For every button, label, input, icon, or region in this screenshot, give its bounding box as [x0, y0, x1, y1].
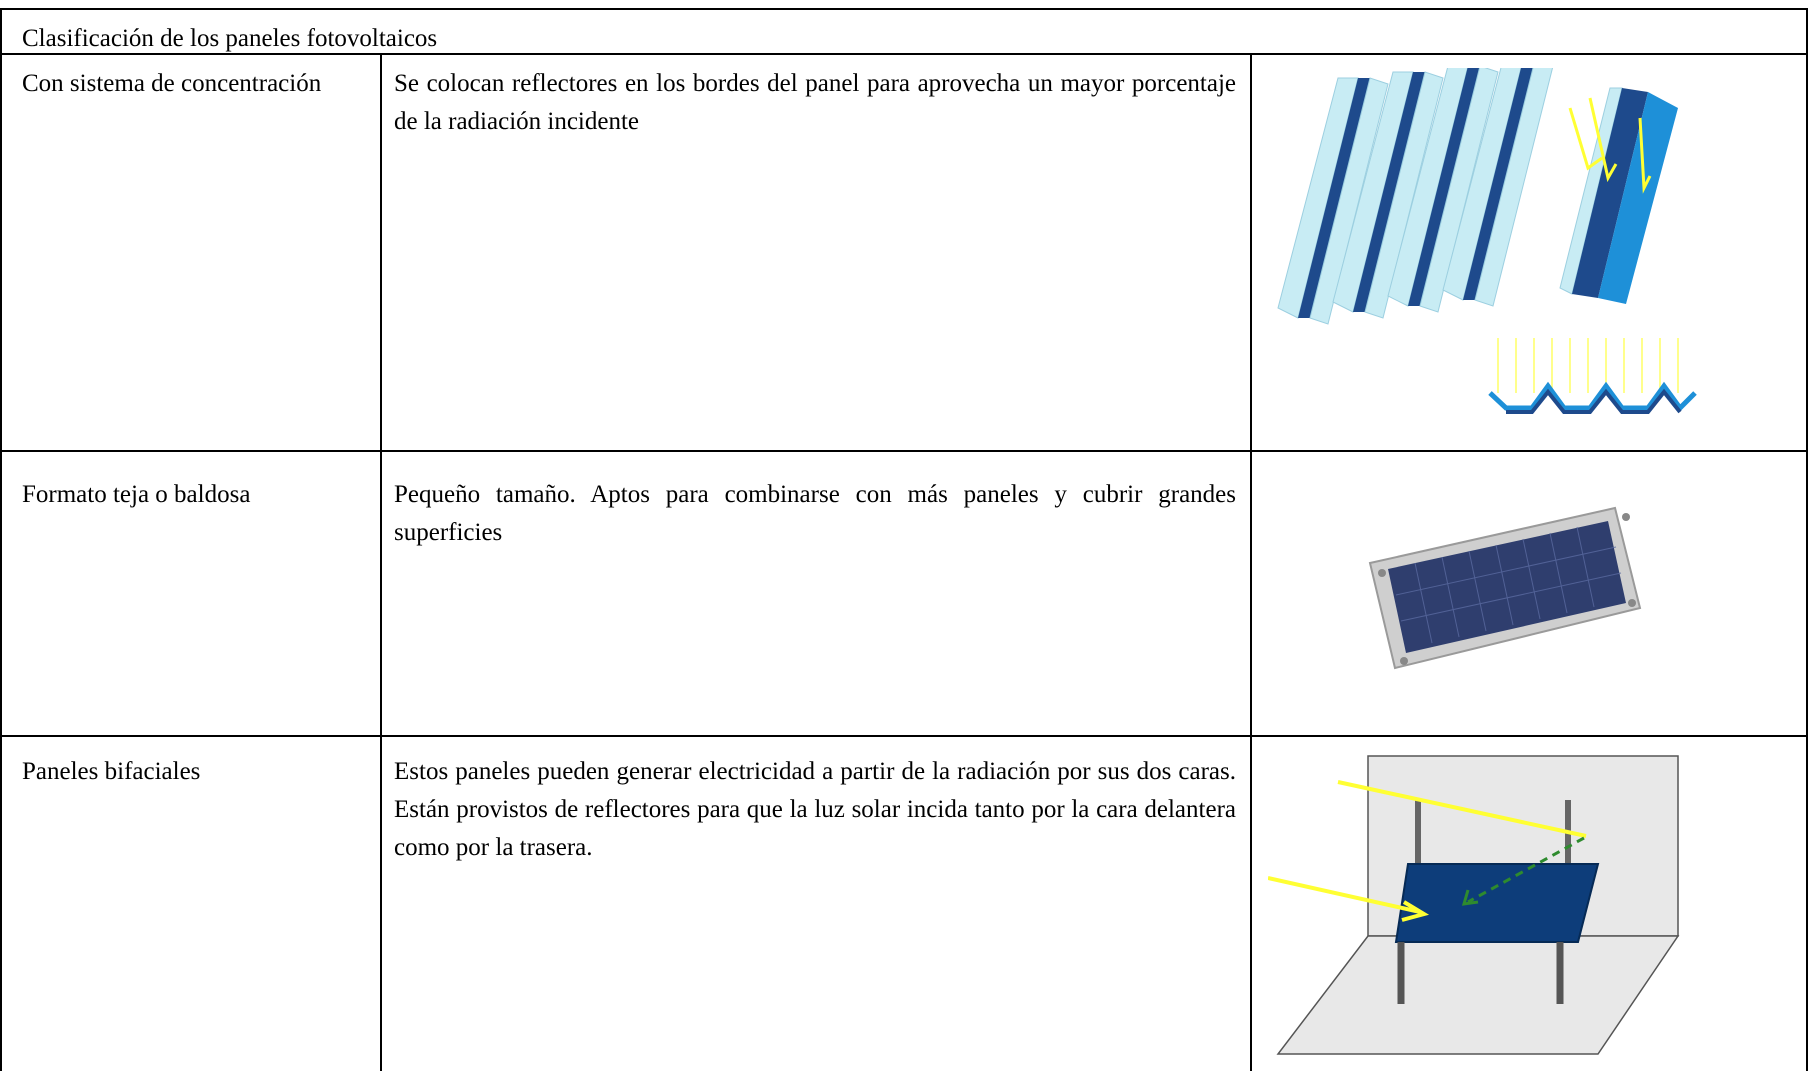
table-border-right	[1806, 8, 1808, 1071]
table-border-left	[0, 8, 2, 1071]
table-border-top	[0, 8, 1808, 10]
single-trough	[1559, 87, 1678, 304]
bifacial-panel-icon	[1268, 755, 1680, 1055]
column-divider-2	[1250, 53, 1252, 1071]
table-header: Clasificación de los paneles fotovoltaic…	[22, 25, 438, 52]
row-description: Estos paneles pueden generar electricida…	[394, 758, 1236, 861]
concentrator-panels-icon	[1277, 68, 1697, 414]
row-description: Pequeño tamaño. Aptos para combinarse co…	[394, 481, 1236, 546]
classification-table: Clasificación de los paneles fotovoltaic…	[0, 8, 1808, 1071]
tile-panel-icon	[1368, 506, 1642, 670]
trough-group	[1277, 68, 1554, 325]
row-category: Formato teja o baldosa	[22, 481, 251, 508]
column-divider-1	[380, 53, 382, 1071]
row-description: Se colocan reflectores en los bordes del…	[394, 70, 1236, 135]
row-category: Paneles bifaciales	[22, 758, 201, 785]
table-border-row1-bottom	[0, 450, 1808, 452]
table-border-row2-bottom	[0, 735, 1808, 737]
trough-cross-section	[1488, 338, 1697, 414]
row-category: Con sistema de concentración	[22, 70, 322, 97]
table-border-header-bottom	[0, 53, 1808, 55]
